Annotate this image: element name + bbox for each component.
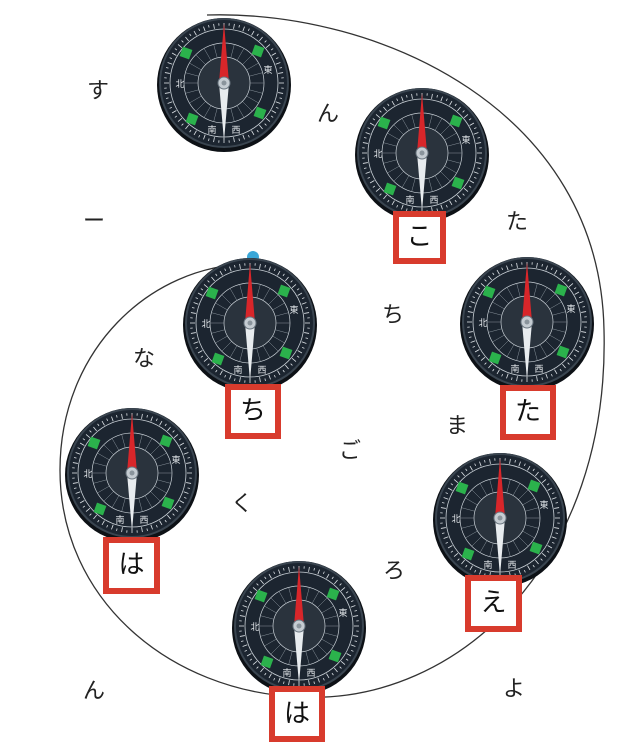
answer-box: こ <box>393 211 446 264</box>
svg-text:北: 北 <box>451 514 460 525</box>
svg-text:南: 南 <box>405 194 414 206</box>
svg-text:南: 南 <box>233 364 242 376</box>
svg-text:西: 西 <box>507 560 516 571</box>
svg-text:東: 東 <box>289 304 298 316</box>
kana-label: ん <box>82 679 105 704</box>
svg-text:西: 西 <box>306 668 315 679</box>
svg-text:北: 北 <box>373 149 382 160</box>
svg-text:東: 東 <box>539 499 548 511</box>
svg-text:東: 東 <box>171 454 180 466</box>
svg-text:東: 東 <box>263 64 272 76</box>
compass-icon: 北 東南 西 <box>430 448 570 588</box>
answer-box: は <box>269 686 325 742</box>
kana-label: よ <box>502 677 525 702</box>
kana-label: ご <box>338 439 361 464</box>
kana-label: な <box>132 347 155 372</box>
kana-label: ろ <box>382 559 405 584</box>
kana-label: ま <box>445 414 468 439</box>
compass-icon: 北 東南 西 <box>154 13 294 153</box>
svg-text:西: 西 <box>534 364 543 375</box>
kana-label: ん <box>316 102 339 127</box>
svg-text:南: 南 <box>483 559 492 571</box>
svg-text:南: 南 <box>510 363 519 375</box>
answer-box: ち <box>225 384 281 439</box>
svg-text:南: 南 <box>115 514 124 526</box>
kana-label: く <box>230 492 253 517</box>
compass-icon: 北 東南 西 <box>62 403 202 543</box>
svg-text:南: 南 <box>207 124 216 136</box>
svg-text:北: 北 <box>175 79 184 90</box>
answer-box: は <box>103 537 160 594</box>
compass-icon: 北 東南 西 <box>352 83 492 223</box>
svg-text:北: 北 <box>250 622 259 633</box>
svg-text:北: 北 <box>83 469 92 480</box>
compass-icon: 北 東南 西 <box>180 253 320 393</box>
answer-box: え <box>465 575 522 632</box>
kana-label: ー <box>82 209 105 234</box>
svg-text:東: 東 <box>461 134 470 146</box>
svg-text:西: 西 <box>231 125 240 136</box>
svg-text:東: 東 <box>338 607 347 619</box>
svg-text:東: 東 <box>566 303 575 315</box>
svg-text:北: 北 <box>201 319 210 330</box>
kana-label: ち <box>381 303 404 328</box>
kana-label: す <box>86 79 109 104</box>
svg-text:西: 西 <box>429 195 438 206</box>
svg-text:西: 西 <box>257 365 266 376</box>
compass-icon: 北 東南 西 <box>457 252 597 392</box>
svg-text:北: 北 <box>478 318 487 329</box>
svg-text:西: 西 <box>139 515 148 526</box>
compass-icon: 北 東南 西 <box>229 556 369 696</box>
kana-label: た <box>505 210 528 235</box>
answer-box: た <box>500 385 556 440</box>
svg-text:南: 南 <box>282 667 291 679</box>
